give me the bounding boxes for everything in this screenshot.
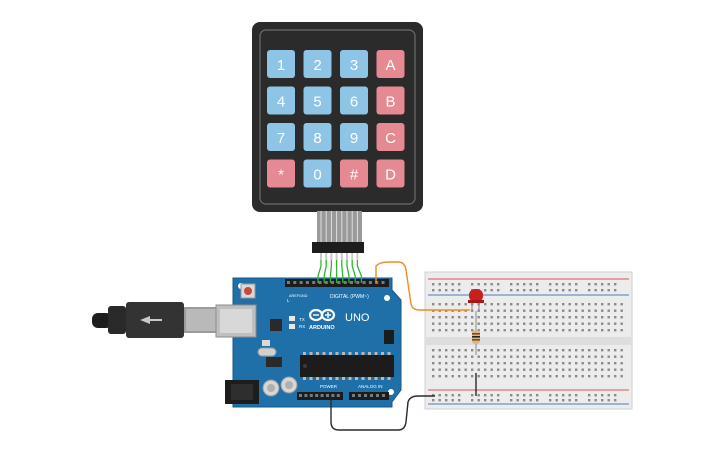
keypad-inner-border — [259, 29, 416, 205]
key-B[interactable]: B — [376, 86, 405, 115]
key-2[interactable]: 2 — [303, 50, 332, 78]
breadboard[interactable] — [424, 271, 633, 410]
key-6[interactable]: 6 — [340, 86, 368, 115]
aref-label: AREF — [289, 294, 300, 298]
model-label: UNO — [345, 312, 370, 324]
key-hash[interactable]: # — [340, 159, 368, 188]
key-5[interactable]: 5 — [303, 86, 332, 115]
usb-icon — [140, 316, 162, 324]
key-label: 5 — [313, 94, 321, 111]
analog-header — [349, 392, 389, 400]
power-label: POWER — [320, 384, 338, 389]
keypad-header-connector — [312, 242, 364, 253]
keypad-keys: 1 2 3 A 4 5 6 B 7 8 9 C * 0 # D — [267, 50, 405, 188]
orange-wire — [375, 261, 470, 311]
arduino-uno-board[interactable]: TX RX L ARDUINO UNO DIGITAL (PWM~) AREF … — [215, 277, 402, 408]
key-star[interactable]: * — [267, 159, 295, 188]
key-label: C — [385, 130, 396, 147]
key-7[interactable]: 7 — [267, 123, 295, 151]
key-A[interactable]: A — [376, 50, 405, 78]
l-label: L — [287, 298, 290, 303]
atmega-chip — [300, 355, 394, 377]
rx-label: RX — [299, 324, 305, 329]
key-label: 0 — [313, 167, 321, 184]
key-label: 8 — [313, 130, 321, 147]
key-label: 6 — [350, 94, 358, 111]
key-label: # — [350, 167, 359, 184]
green-wires — [317, 260, 363, 283]
key-8[interactable]: 8 — [303, 123, 332, 151]
key-3[interactable]: 3 — [340, 50, 368, 78]
key-4[interactable]: 4 — [267, 86, 295, 115]
key-label: A — [385, 57, 395, 74]
key-label: 1 — [277, 57, 285, 74]
keypad-4x4[interactable]: 1 2 3 A 4 5 6 B 7 8 9 C * 0 # D — [252, 22, 423, 212]
key-label: 7 — [277, 130, 285, 147]
gnd-label: GND — [299, 294, 308, 298]
key-label: 4 — [277, 94, 285, 111]
key-label: D — [385, 167, 396, 184]
keypad-ribbon-cable — [312, 211, 364, 260]
usb-cable — [92, 302, 218, 338]
key-C[interactable]: C — [376, 123, 405, 151]
brand-label: ARDUINO — [309, 325, 335, 331]
key-D[interactable]: D — [376, 159, 405, 188]
black-wire — [330, 395, 435, 431]
tx-label: TX — [299, 317, 305, 322]
key-label: 2 — [313, 57, 321, 74]
analog-label: ANALOG IN — [358, 384, 383, 389]
key-label: 3 — [350, 57, 358, 74]
key-label: B — [385, 94, 395, 111]
red-led[interactable] — [468, 289, 484, 311]
key-1[interactable]: 1 — [267, 50, 295, 78]
digital-label: DIGITAL (PWM~) — [330, 294, 369, 300]
key-label: 9 — [350, 130, 358, 147]
key-0[interactable]: 0 — [303, 159, 332, 188]
resistor[interactable] — [472, 311, 480, 355]
key-9[interactable]: 9 — [340, 123, 368, 151]
arduino-logo — [308, 308, 336, 322]
key-label: * — [278, 167, 284, 184]
power-header — [297, 392, 343, 400]
